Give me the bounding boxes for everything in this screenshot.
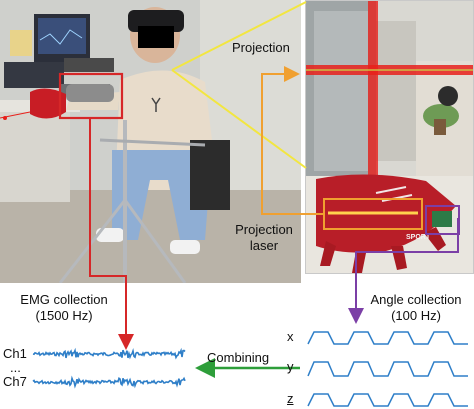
emg-trace-ch1 [32,347,186,360]
emg-collection-label: EMG collection (1500 Hz) [8,292,120,324]
angle-trace-y [307,361,468,377]
angle-collection-label-line2: (100 Hz) [391,308,441,323]
projection-label: Projection [232,40,290,55]
emg-signal-traces [32,347,186,389]
emg-trace-ch7 [32,375,186,389]
glove-laser-closeup-photo: SPORT [305,0,474,274]
emg-channel-ellipsis-label: ... [10,360,21,375]
projection-laser-label-line2: laser [249,238,279,253]
glove-closeup-illustration: SPORT [306,1,473,273]
angle-collection-label: Angle collection (100 Hz) [360,292,472,324]
angle-axis-y-label: y [287,359,294,374]
emg-channel-last-label: Ch7 [3,374,27,389]
emg-channel-first-label: Ch1 [3,346,27,361]
svg-text:SPORT: SPORT [406,234,431,241]
emg-collection-label-line1: EMG collection [20,292,108,307]
angle-collection-label-line1: Angle collection [370,292,462,307]
projection-laser-label: Projection laser [228,222,300,254]
angle-trace-x [307,331,468,345]
angle-trace-z [307,393,468,407]
projection-laser-label-line1: Projection [235,222,293,237]
combining-label: Combining [207,350,270,365]
emg-collection-label-line2: (1500 Hz) [35,308,93,323]
angle-axis-z-label: z [287,391,294,406]
angle-signal-traces [307,331,468,407]
angle-axis-x-label: x [287,329,294,344]
